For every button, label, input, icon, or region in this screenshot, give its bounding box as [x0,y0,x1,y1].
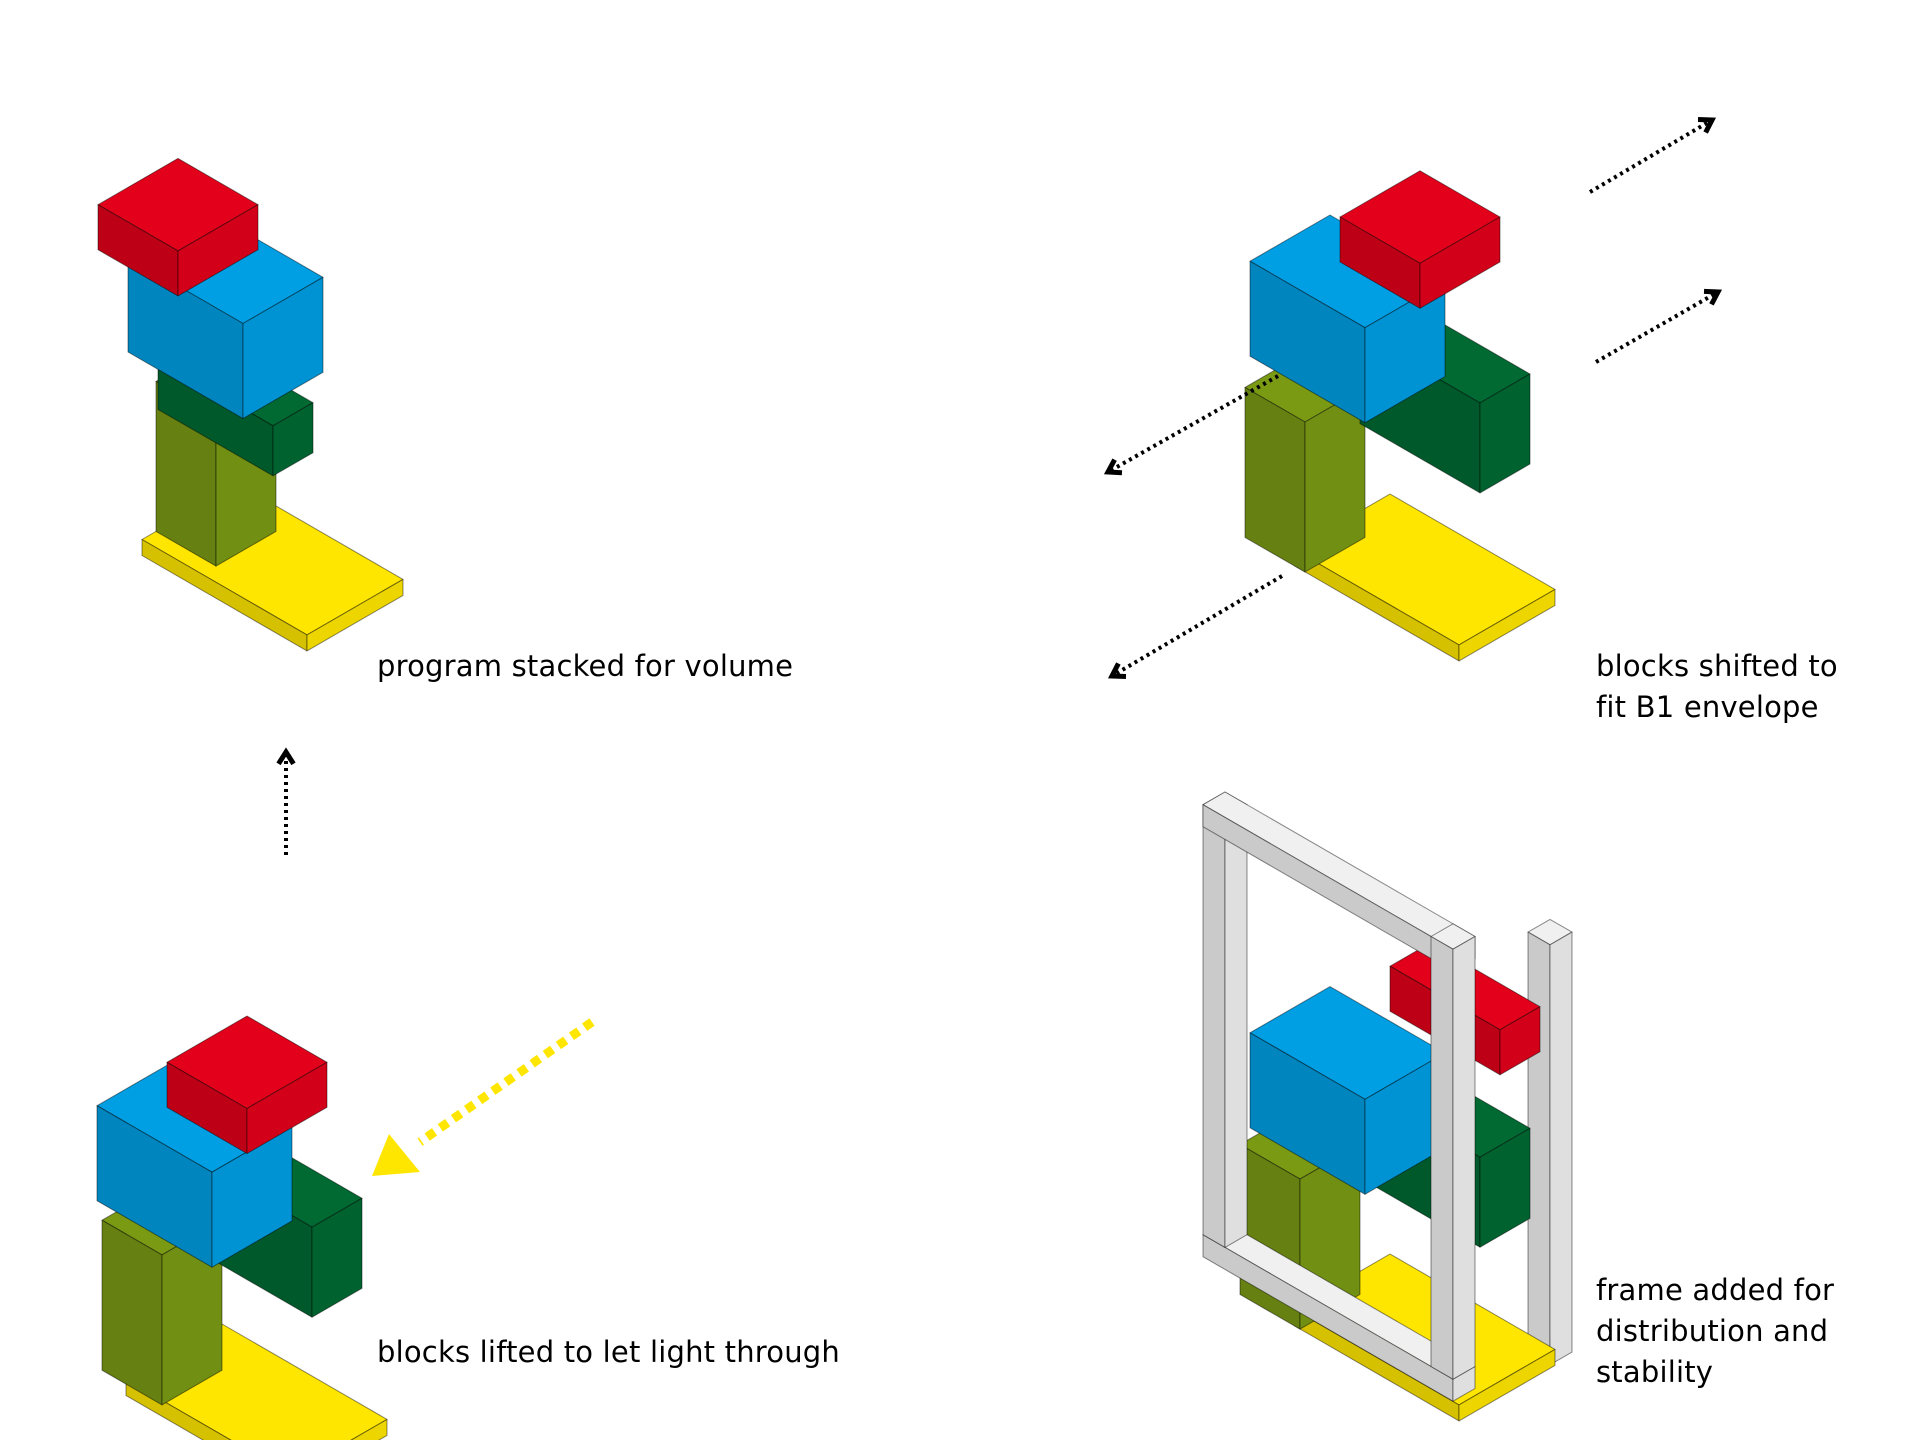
yellow-slab-front-right [1458,1348,1556,1422]
yellow-slab-front-right [306,578,404,652]
arrow-shift-mid-right [1595,288,1723,364]
blue-block-front-right [1364,281,1446,424]
olive-block-front-right [1304,386,1366,573]
dark-green-block-front-right [1479,1127,1531,1248]
arrow-shift-top-right-shaft [1588,118,1714,194]
frame-bottom-rail [1202,1221,1476,1402]
panel-lifted [96,747,595,1440]
panel-framed [1202,791,1573,1422]
arrow-shift-bottom-left-shaft [1110,574,1284,678]
arrow-shift-mid-right-shaft [1595,290,1719,364]
caption-framed-line-3: stability [1596,1355,1714,1389]
arrow-shift-mid-left [1103,374,1279,476]
blue-block-front-right [211,1125,293,1268]
caption-shifted: blocks shifted to fit B1 envelope [1596,646,1838,728]
frame-post-front-front-right [1224,804,1248,1248]
dark-green-block-front-right [311,1197,363,1318]
caption-shifted-line-1: blocks shifted to [1596,649,1838,683]
light-arrow-head [372,1134,420,1176]
red-block-front-right [177,204,259,297]
caption-lifted: blocks lifted to let light through [377,1332,840,1373]
red-block [1339,170,1501,309]
frame-post-back-front-left [1527,931,1551,1366]
arrow-shift-bottom-left [1107,574,1284,679]
red-block-front-right [246,1061,328,1154]
caption-framed-line-2: distribution and [1596,1314,1829,1348]
frame-post-right [1430,923,1476,1380]
panel-stacked [97,157,404,652]
blue-block [1249,986,1446,1195]
caption-framed-line-1: frame added for [1596,1273,1835,1307]
frame-post-front-front-left [1202,804,1226,1248]
red-block-front-right [1419,216,1501,309]
frame-top-rail [1202,791,1476,972]
blue-block-front-right [242,276,324,419]
red-block [166,1015,328,1154]
frame-bottom-rail-front-right [1452,1366,1476,1402]
frame-post-back-front-right [1549,931,1573,1366]
light-arrow-shaft [417,1018,595,1146]
yellow-slab-front-right [350,1418,388,1440]
panel-shifted [1103,117,1723,679]
yellow-slab-front-left [125,1379,232,1440]
arrow-shift-top-right [1588,117,1717,194]
arrow-lift-up [276,747,296,855]
caption-framed: frame added for distribution and stabili… [1596,1270,1834,1393]
caption-lifted-line-1: blocks lifted to let light through [377,1335,840,1369]
blue-block [1249,214,1446,424]
arrow-shift-mid-right-head [1703,288,1723,306]
yellow-slab-front-right [1458,588,1556,662]
frame-post-back [1527,918,1573,1366]
frame-post-right-front-left [1430,936,1454,1380]
dark-green-block-front-right [272,402,314,477]
arrow-shift-mid-left-shaft [1107,374,1279,474]
light-arrow [372,1018,595,1176]
frame-post-right-front-right [1452,936,1476,1380]
caption-stacked: program stacked for volume [377,646,793,687]
arrow-shift-bottom-left-head [1107,662,1127,679]
arrow-shift-top-right-head [1697,117,1717,134]
red-block-front-right [1499,1006,1541,1076]
caption-stacked-line-1: program stacked for volume [377,649,794,683]
red-block [97,157,259,297]
caption-shifted-line-2: fit B1 envelope [1596,690,1819,724]
frame-post-front [1202,791,1248,1248]
arrow-lift-up-head [276,747,296,766]
arrow-shift-mid-left-head [1103,458,1123,476]
dark-green-block-front-right [1479,373,1531,494]
